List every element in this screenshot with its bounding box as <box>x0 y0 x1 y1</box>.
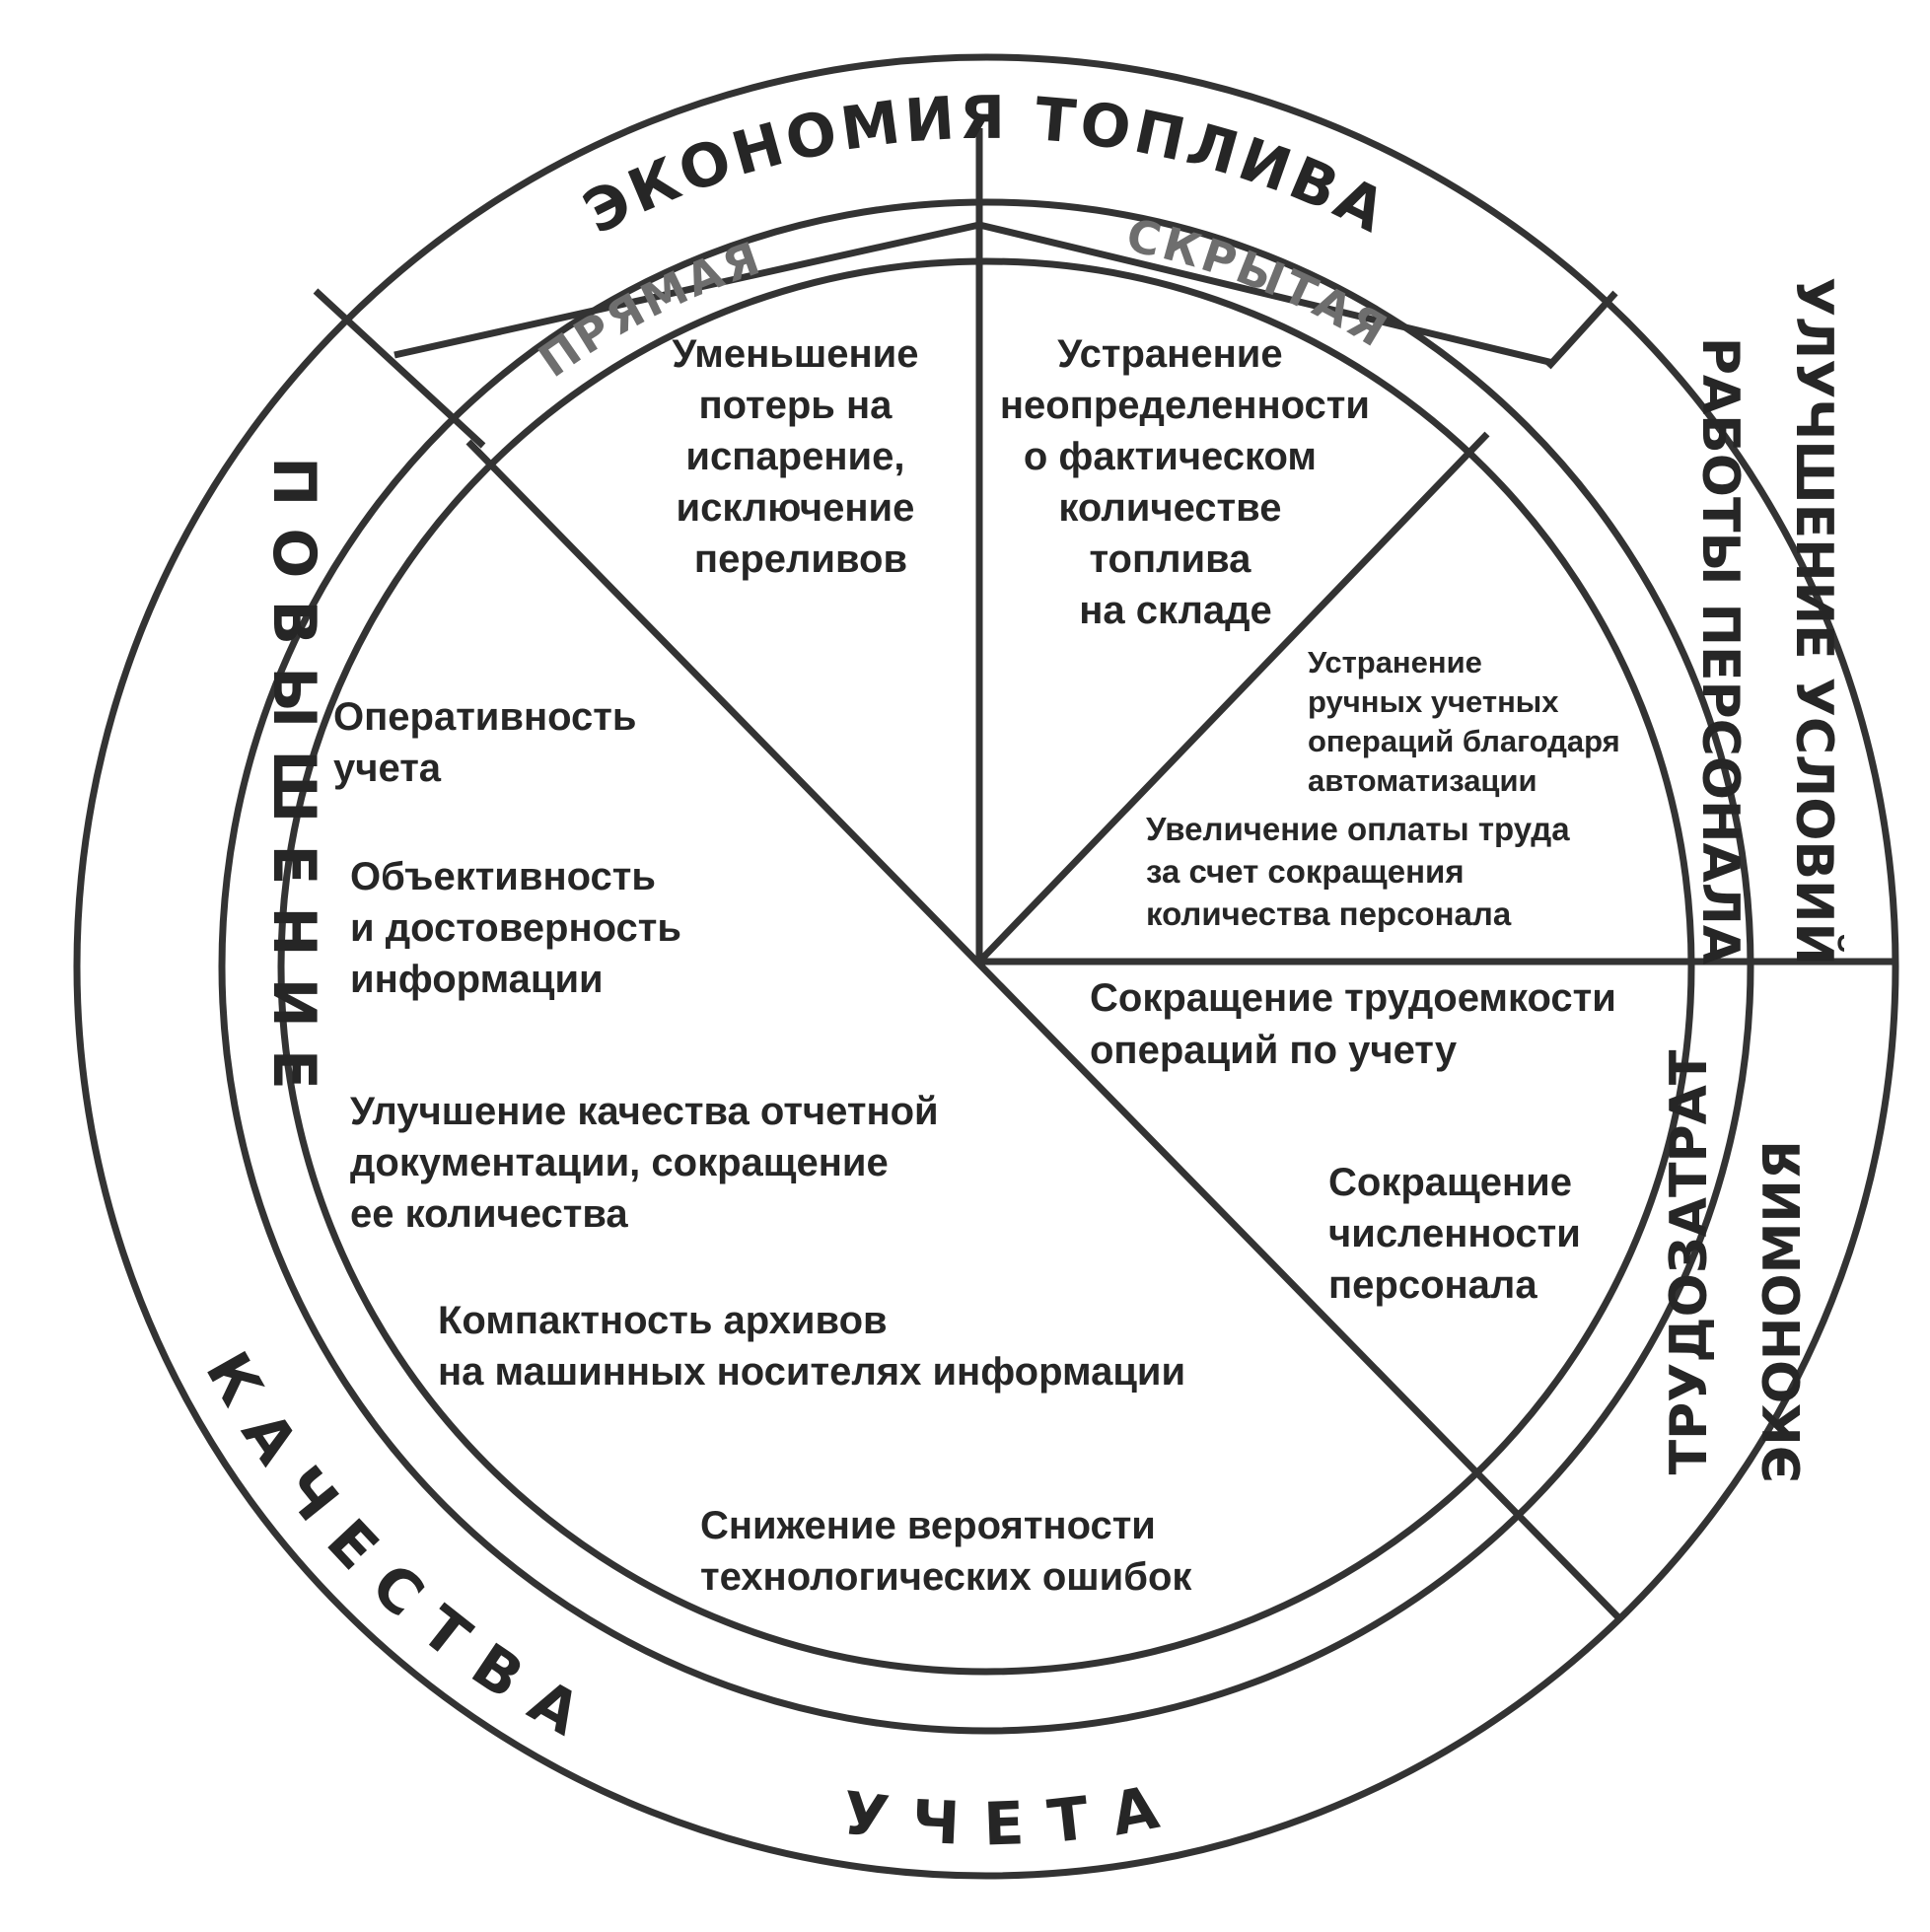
efficiency-text: Оперативность учета <box>333 695 648 790</box>
middle-band-top-left-line <box>393 221 980 359</box>
working-conditions-label: УЛУЧШЕНИЕ УСЛОВИЙ <box>1784 277 1844 966</box>
hidden-savings-text: Устранение неопределенности о фактическо… <box>1000 332 1381 632</box>
middle-circle <box>218 198 1754 1735</box>
wage-increase-text: Увеличение оплаты труда за счет сокращен… <box>1146 811 1579 932</box>
manual-operations-text: Устранение ручных учетных операций благо… <box>1308 645 1628 798</box>
reporting-quality-text: Улучшение качества отчетной документации… <box>350 1090 950 1236</box>
inner-circle <box>277 257 1695 1676</box>
outer-circle <box>73 53 1899 1880</box>
diagonal-main-divider <box>465 439 1621 1620</box>
labor-intensity-text: Сокращение трудоемкости операций по учет… <box>1090 976 1627 1072</box>
increase-label: ПОВЫШЕНИЕ <box>259 457 328 1111</box>
top-band-left-divider <box>313 288 486 449</box>
top-band-right-divider <box>1545 290 1618 370</box>
circle-outlines <box>73 53 1899 1880</box>
objectivity-text: Объективность и достоверность информации <box>350 855 692 1001</box>
economy-label: ЭКОНОМИЯ <box>1753 1140 1813 1483</box>
sector-dividers <box>313 128 1894 1620</box>
labor-costs-label: ТРУДОЗАТРАТ <box>1660 1049 1719 1474</box>
middle-band-top-right-line <box>978 221 1554 367</box>
archives-text: Компактность архивов на машинных носител… <box>438 1299 1185 1394</box>
staff-work-label: РАБОТЫ ПЕРСОНАЛА <box>1690 337 1750 965</box>
accounting-label: УЧЕТА <box>838 1768 1189 1859</box>
error-reduction-text: Снижение вероятности технологических оши… <box>700 1504 1192 1599</box>
direct-savings-text: Уменьшение потерь на испарение, исключен… <box>672 332 929 581</box>
diagonal-upper-right-divider <box>976 431 1490 965</box>
quality-label: КАЧЕСТВА <box>191 1341 611 1761</box>
staff-reduction-text: Сокращение численности персонала <box>1328 1161 1592 1307</box>
